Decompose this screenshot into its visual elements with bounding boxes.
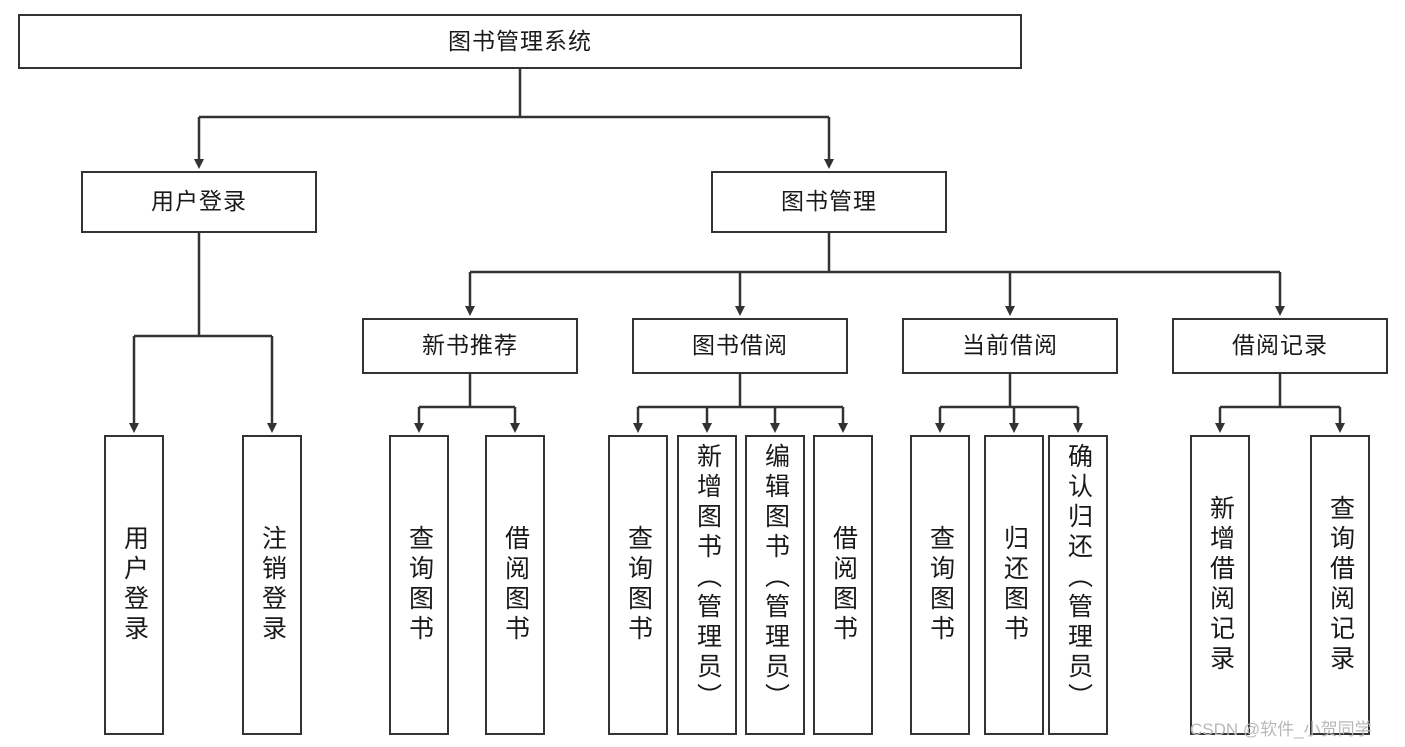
node-label: 确认归还（管理员） [1064, 443, 1093, 713]
watermark-text: CSDN @软件_小贺同学 [1190, 720, 1372, 739]
node-label: 查询图书 [624, 525, 653, 645]
node-leaf-leaf-query-book-3[interactable]: 查询图书 [910, 435, 970, 735]
node-leaf-leaf-add-book[interactable]: 新增图书（管理员） [677, 435, 737, 735]
node-label: 查询图书 [405, 525, 434, 645]
node-book-manage[interactable]: 图书管理 [711, 171, 947, 233]
node-new-book-rec[interactable]: 新书推荐 [362, 318, 578, 374]
node-label: 新增借阅记录 [1206, 495, 1235, 675]
node-leaf-leaf-user-logout[interactable]: 注销登录 [242, 435, 302, 735]
node-label: 查询借阅记录 [1326, 495, 1355, 675]
node-leaf-leaf-return-book[interactable]: 归还图书 [984, 435, 1044, 735]
node-root-root[interactable]: 图书管理系统 [18, 14, 1022, 69]
node-leaf-leaf-query-record[interactable]: 查询借阅记录 [1310, 435, 1370, 735]
node-label: 当前借阅 [962, 332, 1058, 359]
node-label: 图书借阅 [692, 332, 788, 359]
node-label: 注销登录 [258, 525, 287, 645]
node-book-borrow[interactable]: 图书借阅 [632, 318, 848, 374]
node-leaf-leaf-query-book-2[interactable]: 查询图书 [608, 435, 668, 735]
node-leaf-leaf-confirm-return[interactable]: 确认归还（管理员） [1048, 435, 1108, 735]
node-leaf-leaf-borrow-book-1[interactable]: 借阅图书 [485, 435, 545, 735]
node-label: 借阅记录 [1232, 332, 1328, 359]
node-label: 借阅图书 [829, 525, 858, 645]
node-current-borrow[interactable]: 当前借阅 [902, 318, 1118, 374]
node-user-login[interactable]: 用户登录 [81, 171, 317, 233]
node-label: 编辑图书（管理员） [761, 443, 790, 713]
node-label: 归还图书 [1000, 525, 1029, 645]
node-leaf-leaf-user-login[interactable]: 用户登录 [104, 435, 164, 735]
node-label: 新书推荐 [422, 332, 518, 359]
node-label: 借阅图书 [501, 525, 530, 645]
node-borrow-record[interactable]: 借阅记录 [1172, 318, 1388, 374]
node-leaf-leaf-borrow-book-2[interactable]: 借阅图书 [813, 435, 873, 735]
node-label: 图书管理 [781, 188, 877, 215]
node-label: 用户登录 [120, 525, 149, 645]
node-leaf-leaf-edit-book[interactable]: 编辑图书（管理员） [745, 435, 805, 735]
node-leaf-leaf-add-record[interactable]: 新增借阅记录 [1190, 435, 1250, 735]
node-leaf-leaf-query-book-1[interactable]: 查询图书 [389, 435, 449, 735]
node-label: 图书管理系统 [448, 27, 592, 54]
node-label: 查询图书 [926, 525, 955, 645]
node-label: 新增图书（管理员） [693, 443, 722, 713]
node-label: 用户登录 [151, 188, 247, 215]
